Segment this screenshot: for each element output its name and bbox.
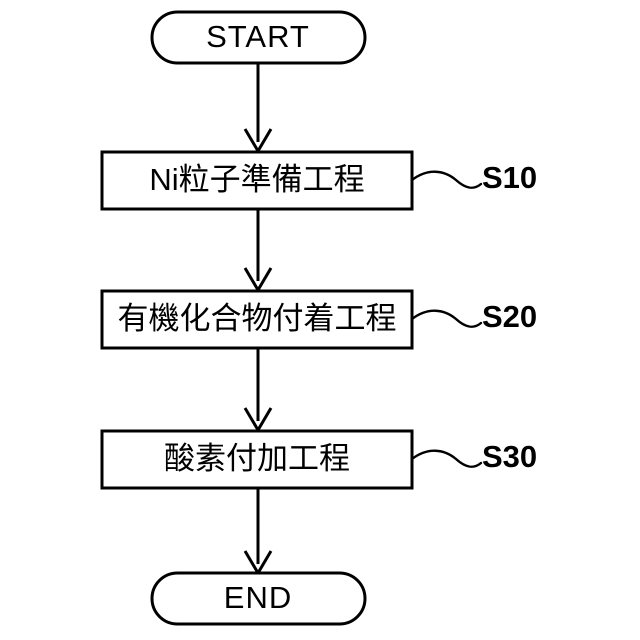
step-label-s10: S10 [482,160,537,195]
leader-s30 [410,449,483,468]
step-label-s20: S20 [482,299,537,334]
connector-start-to-s10 [243,62,273,154]
node-s20[interactable]: 有機化合物付着工程 [100,289,414,350]
leader-s10 [410,170,483,189]
connector-s30-to-end [243,488,273,576]
connector-s20-to-s30 [243,348,273,433]
node-start[interactable]: START [150,10,367,65]
step-label-s30: S30 [482,439,537,474]
node-s20-label: 有機化合物付着工程 [118,301,397,336]
node-s30-label: 酸素付加工程 [164,441,350,476]
node-s10[interactable]: Ni粒子準備工程 [100,150,414,211]
leader-s20 [410,309,483,328]
node-start-label: START [206,19,310,54]
node-s10-label: Ni粒子準備工程 [149,162,364,197]
node-s30[interactable]: 酸素付加工程 [100,429,414,490]
node-end[interactable]: END [150,571,367,626]
connector-s10-to-s20 [243,209,273,293]
node-end-label: END [224,580,292,615]
